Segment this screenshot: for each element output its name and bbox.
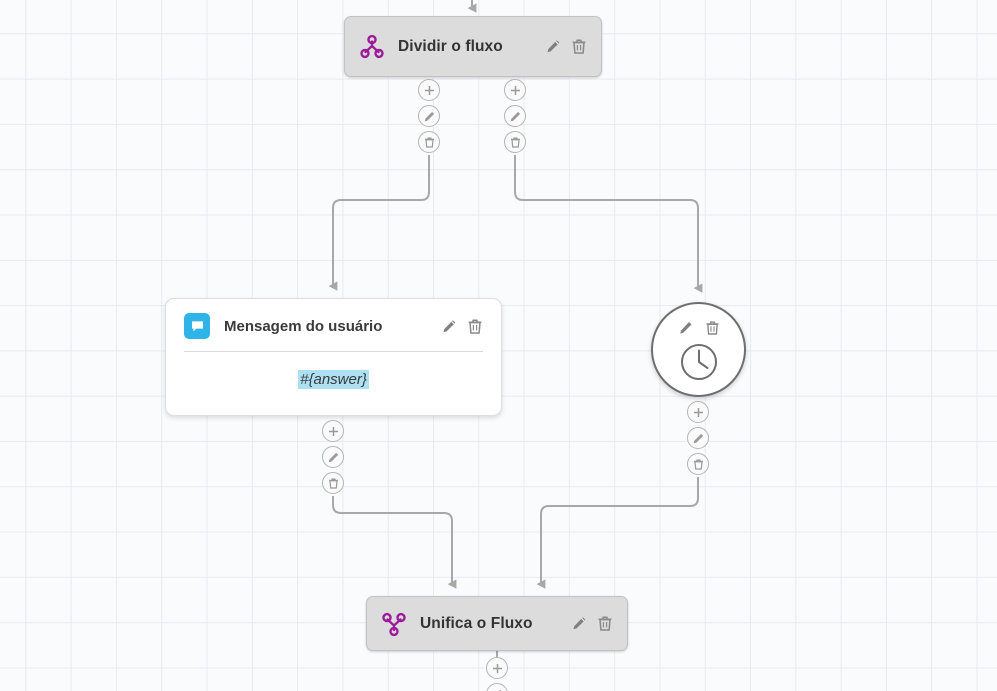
pencil-icon[interactable] [687,427,709,449]
pencil-icon[interactable] [571,615,588,632]
edge-split-to-message [328,155,430,291]
node-user-message-header: Mensagem do usuário [166,299,501,339]
node-user-message-actions[interactable] [425,318,483,335]
node-split-flow[interactable]: Dividir o fluxo [344,16,602,77]
pencil-icon[interactable] [678,320,694,336]
node-user-message-body[interactable]: #{answer} [166,352,501,415]
pencil-icon[interactable] [545,38,562,55]
connector-stack-timer[interactable] [687,401,709,475]
edge-timer-to-merge [536,477,699,589]
pencil-icon[interactable] [504,105,526,127]
node-merge-flow[interactable]: Unifica o Fluxo [366,596,628,651]
node-user-message-divider [184,351,483,352]
connector-stack-split-right[interactable] [504,79,526,153]
edge-message-to-merge [332,496,457,589]
plus-icon[interactable] [486,657,508,679]
trash-icon[interactable] [597,615,613,632]
plus-icon[interactable] [687,401,709,423]
connector-stack-message[interactable] [322,420,344,494]
pencil-icon[interactable] [322,446,344,468]
trash-icon[interactable] [687,453,709,475]
node-split-flow-actions[interactable] [529,38,587,55]
node-timer[interactable] [651,302,746,397]
clock-icon [678,341,720,388]
split-flow-icon [359,34,385,60]
merge-flow-icon [381,611,407,637]
node-timer-actions[interactable] [678,320,720,336]
node-user-message[interactable]: Mensagem do usuário [165,298,502,416]
trash-icon[interactable] [571,38,587,55]
connector-stack-split-left[interactable] [418,79,440,153]
plus-icon[interactable] [418,79,440,101]
chat-bubble-icon [184,313,210,339]
plus-icon[interactable] [322,420,344,442]
pencil-icon[interactable] [441,318,458,335]
trash-icon[interactable] [322,472,344,494]
message-token[interactable]: #{answer} [298,370,369,389]
node-merge-flow-actions[interactable] [555,615,613,632]
node-merge-flow-title: Unifica o Fluxo [420,614,533,632]
edge-split-to-timer [514,155,703,293]
connector-stack-merge[interactable] [486,657,508,691]
node-user-message-title: Mensagem do usuário [224,317,383,335]
node-split-flow-title: Dividir o fluxo [398,37,503,55]
trash-icon[interactable] [705,320,720,336]
trash-icon[interactable] [418,131,440,153]
trash-icon[interactable] [504,131,526,153]
pencil-icon[interactable] [486,683,508,691]
trash-icon[interactable] [467,318,483,335]
plus-icon[interactable] [504,79,526,101]
pencil-icon[interactable] [418,105,440,127]
